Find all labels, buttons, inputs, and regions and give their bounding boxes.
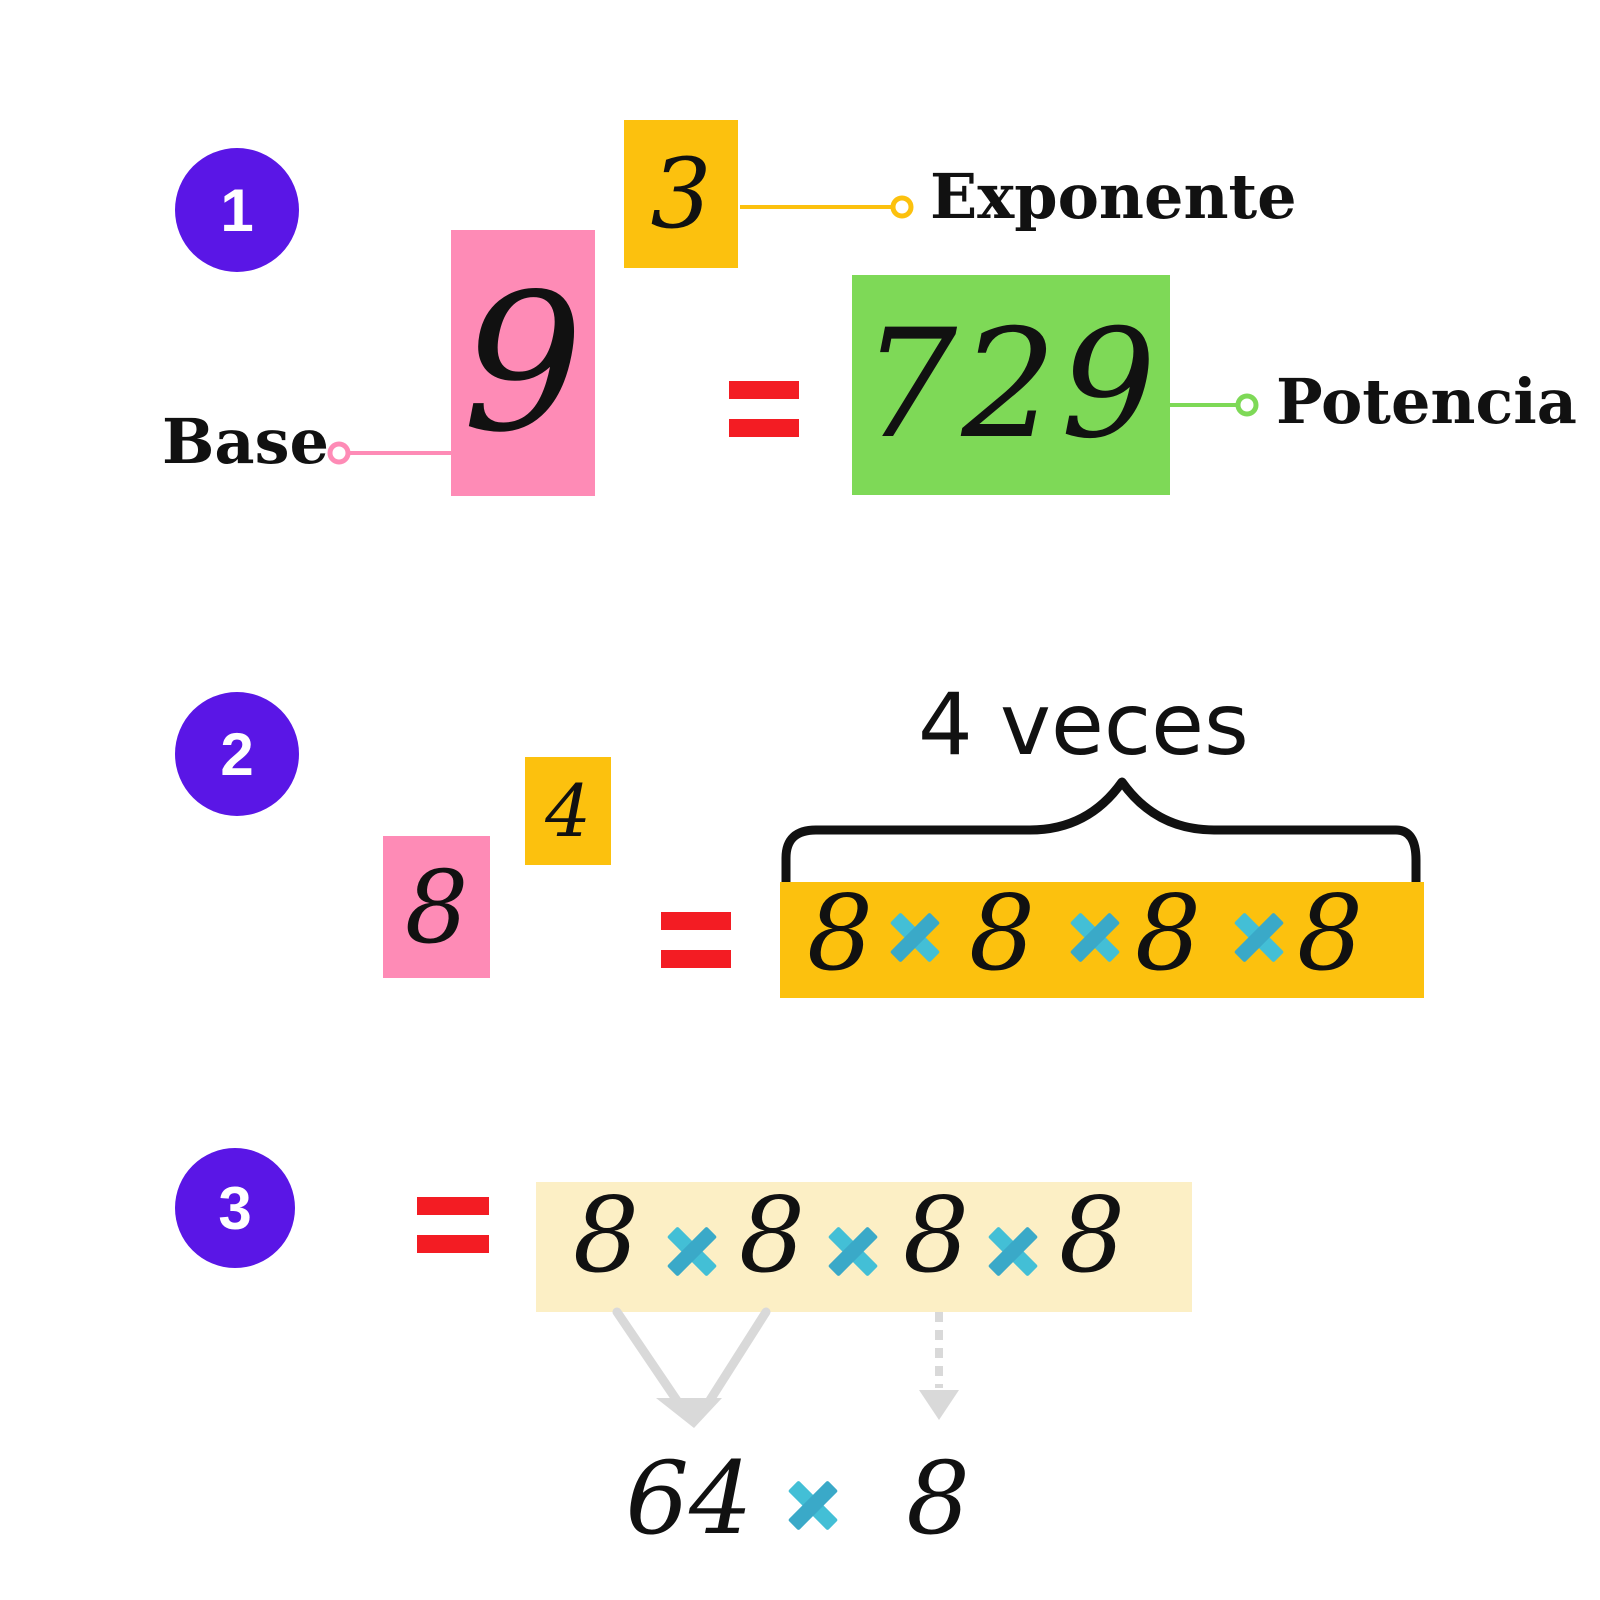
- factor: 8: [902, 1174, 970, 1296]
- curly-brace-icon: [781, 777, 1421, 891]
- arrow-left: [612, 1307, 687, 1413]
- factor: 8: [1296, 872, 1364, 994]
- multiply-icon: [667, 1226, 717, 1276]
- multiply-icon: [788, 1480, 838, 1530]
- arrow-right: [700, 1307, 771, 1413]
- label-exponent: Exponente: [930, 160, 1297, 233]
- connector-lines: [327, 195, 1259, 465]
- factor: 8: [1058, 1174, 1126, 1296]
- exponent-box: 4: [525, 757, 611, 865]
- step-2-badge: 2: [175, 692, 299, 816]
- power-connector-dot: [1235, 393, 1259, 417]
- base-box: 8: [383, 836, 490, 978]
- multiply-icon: [1234, 912, 1284, 962]
- label-base: Base: [162, 405, 329, 478]
- base-connector-dot: [327, 441, 351, 465]
- multiply-icon: [828, 1226, 878, 1276]
- brace-label: 4 veces: [918, 675, 1249, 775]
- factor: 8: [738, 1174, 806, 1296]
- factor: 8: [806, 872, 874, 994]
- label-power: Potencia: [1276, 365, 1577, 438]
- base-value: 8: [404, 848, 469, 966]
- exponent-value: 4: [545, 769, 591, 853]
- multiply-icon: [1070, 912, 1120, 962]
- power-value: 729: [861, 298, 1161, 472]
- arrow-down-icon: [612, 1307, 959, 1428]
- result-right: 8: [906, 1440, 970, 1557]
- exponent-connector-dot: [890, 195, 914, 219]
- arrow-head: [656, 1398, 722, 1428]
- step-number: 2: [220, 720, 254, 788]
- base-value: 9: [462, 252, 584, 474]
- equals-icon: [661, 912, 731, 968]
- multiply-icon: [890, 912, 940, 962]
- step-1-badge: 1: [175, 148, 299, 272]
- step-number: 1: [220, 176, 254, 244]
- arrow-head: [919, 1390, 959, 1420]
- multiply-icon: [988, 1226, 1038, 1276]
- equals-icon: [417, 1197, 489, 1253]
- base-box: 9: [451, 230, 595, 496]
- step-number: 3: [218, 1174, 252, 1242]
- step-3-badge: 3: [175, 1148, 295, 1268]
- exponent-box: 3: [624, 120, 738, 268]
- equals-icon: [729, 381, 799, 437]
- factor: 8: [572, 1174, 640, 1296]
- factor: 8: [968, 872, 1036, 994]
- result-left: 64: [625, 1440, 753, 1557]
- power-box: 729: [852, 275, 1170, 495]
- exponent-value: 3: [650, 138, 712, 250]
- factor: 8: [1134, 872, 1202, 994]
